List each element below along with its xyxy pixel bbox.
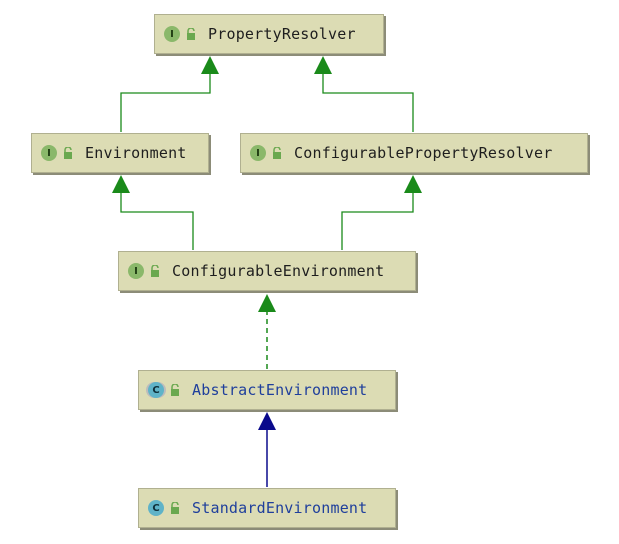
node-property-resolver[interactable]: I PropertyResolver (154, 14, 384, 54)
edge-environment-to-property-resolver (120, 71, 211, 132)
node-label: ConfigurablePropertyResolver (294, 144, 553, 162)
interface-icon: I (128, 263, 144, 279)
arrowhead-property-resolver-left (201, 56, 219, 74)
node-abstract-environment[interactable]: C AbstractEnvironment (138, 370, 396, 410)
interface-icon: I (41, 145, 57, 161)
node-label: AbstractEnvironment (192, 381, 368, 399)
abstract-class-icon: C (148, 382, 164, 398)
class-icon: C (148, 500, 164, 516)
node-standard-environment[interactable]: C StandardEnvironment (138, 488, 396, 528)
node-label: StandardEnvironment (192, 499, 368, 517)
arrowhead-configurable-property-resolver (404, 175, 422, 193)
node-environment[interactable]: I Environment (31, 133, 209, 173)
unlocked-icon (151, 265, 159, 277)
arrowhead-configurable-environment (258, 294, 276, 312)
arrowhead-property-resolver-right (314, 56, 332, 74)
edge-configurable-property-resolver-to-property-resolver (322, 71, 414, 132)
interface-icon: I (164, 26, 180, 42)
node-label: PropertyResolver (208, 25, 356, 43)
unlocked-icon (64, 147, 72, 159)
node-label: Environment (85, 144, 187, 162)
unlocked-icon (171, 502, 179, 514)
arrowhead-environment (112, 175, 130, 193)
node-label: ConfigurableEnvironment (172, 262, 385, 280)
node-configurable-environment[interactable]: I ConfigurableEnvironment (118, 251, 416, 291)
arrowhead-abstract-environment (258, 412, 276, 430)
edge-configurable-environment-to-configurable-property-resolver (341, 190, 414, 250)
node-configurable-property-resolver[interactable]: I ConfigurablePropertyResolver (240, 133, 588, 173)
edge-configurable-environment-to-environment (120, 190, 194, 250)
unlocked-icon (273, 147, 281, 159)
unlocked-icon (187, 28, 195, 40)
unlocked-icon (171, 384, 179, 396)
interface-icon: I (250, 145, 266, 161)
